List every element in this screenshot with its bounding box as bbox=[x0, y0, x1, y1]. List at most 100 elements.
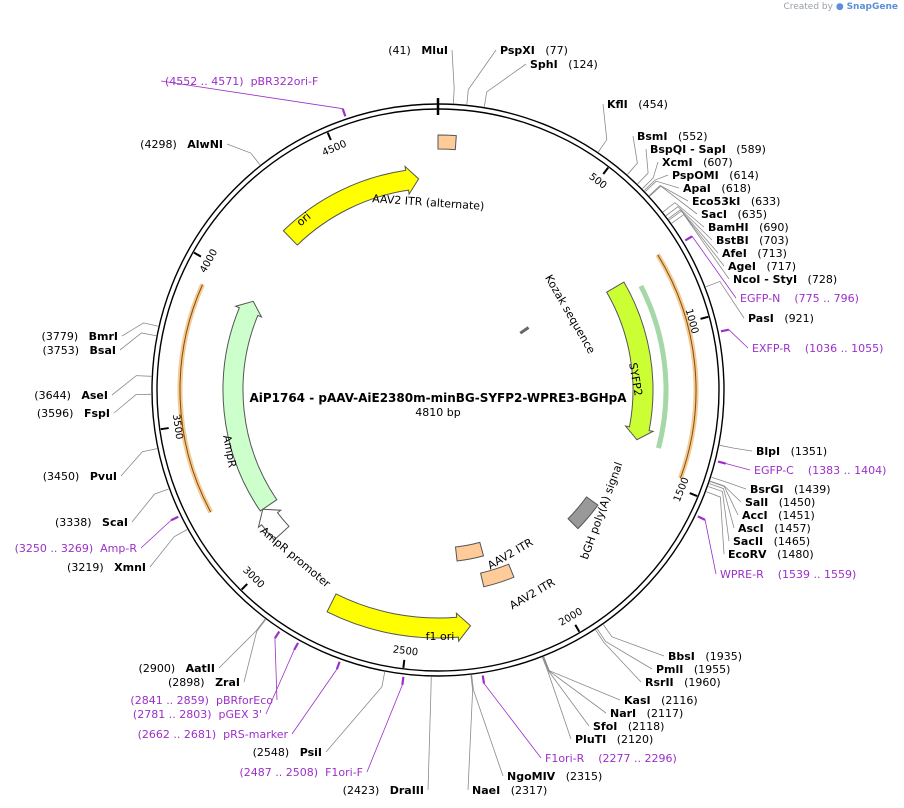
site-leader-line bbox=[671, 214, 730, 280]
restriction-site-label[interactable]: (3596) FspI bbox=[37, 407, 110, 420]
restriction-site-label[interactable]: AscI (1457) bbox=[738, 522, 811, 535]
restriction-site-label[interactable]: (3450) PvuI bbox=[43, 470, 117, 483]
restriction-site-label[interactable]: BstBI (703) bbox=[716, 234, 789, 247]
primer-label[interactable]: (2662 .. 2681) pRS-marker bbox=[138, 728, 289, 741]
restriction-site-label[interactable]: (3338) ScaI bbox=[55, 516, 128, 529]
primer-label[interactable]: WPRE-R (1539 .. 1559) bbox=[720, 568, 856, 581]
site-leader-line bbox=[325, 671, 386, 753]
ruler-tick-label: 500 bbox=[587, 171, 609, 191]
primer-spacer bbox=[584, 752, 598, 765]
site-position: (3338) bbox=[55, 516, 92, 529]
primer-label[interactable]: (2841 .. 2859) pBRforEco bbox=[130, 694, 273, 707]
site-spacer bbox=[747, 247, 758, 260]
restriction-site-label[interactable]: EcoRV (1480) bbox=[728, 548, 814, 561]
restriction-site-label[interactable]: AfeI (713) bbox=[722, 247, 787, 260]
primer-label[interactable]: F1ori-R (2277 .. 2296) bbox=[545, 752, 677, 765]
primer-mark[interactable] bbox=[170, 515, 179, 522]
restriction-site-label[interactable]: (2423) DraIII bbox=[343, 784, 424, 797]
primer-mark[interactable] bbox=[720, 328, 730, 333]
primer-label[interactable]: (2487 .. 2508) F1ori-F bbox=[240, 766, 364, 779]
restriction-site-label[interactable]: PspOMI (614) bbox=[672, 169, 759, 182]
restriction-site-label[interactable]: NarI (2117) bbox=[610, 707, 683, 720]
feature-ampr-prom-arrow[interactable] bbox=[257, 508, 290, 541]
feature-kozak-mark[interactable] bbox=[519, 326, 530, 335]
restriction-site-label[interactable]: (2548) PsiI bbox=[253, 746, 322, 759]
primer-mark[interactable] bbox=[717, 460, 727, 465]
restriction-site-label[interactable]: (3219) XmnI bbox=[67, 561, 146, 574]
restriction-site-label[interactable]: AgeI (717) bbox=[728, 260, 796, 273]
restriction-site-label[interactable]: SalI (1450) bbox=[745, 496, 815, 509]
restriction-site-label[interactable]: BamHI (690) bbox=[708, 221, 789, 234]
restriction-site-label[interactable]: (2898) ZraI bbox=[168, 676, 240, 689]
restriction-site-label[interactable]: (3753) BsaI bbox=[42, 344, 116, 357]
restriction-site-label[interactable]: BsrGI (1439) bbox=[750, 483, 831, 496]
site-spacer bbox=[774, 312, 785, 325]
feature-itr-1-box[interactable] bbox=[454, 541, 485, 562]
restriction-site-label[interactable]: BlpI (1351) bbox=[756, 445, 827, 458]
primer-spacer bbox=[318, 766, 325, 779]
restriction-site-label[interactable]: PmlI (1955) bbox=[656, 663, 730, 676]
restriction-site-label[interactable]: SacI (635) bbox=[701, 208, 767, 221]
restriction-site-label[interactable]: (3644) AseI bbox=[34, 389, 108, 402]
site-position: (77) bbox=[545, 44, 568, 57]
site-leader-line bbox=[644, 174, 669, 191]
primer-mark[interactable] bbox=[335, 661, 341, 670]
site-position: (3644) bbox=[34, 389, 71, 402]
feature-itr-alt-box[interactable] bbox=[437, 134, 457, 151]
site-name: BlpI bbox=[756, 445, 780, 458]
restriction-site-label[interactable]: PspXI (77) bbox=[500, 44, 568, 57]
primer-mark[interactable] bbox=[401, 676, 405, 685]
primer-mark[interactable] bbox=[273, 630, 281, 639]
feature-ampr-arrow[interactable] bbox=[222, 300, 278, 512]
restriction-site-label[interactable]: KflI (454) bbox=[607, 98, 668, 111]
restriction-site-label[interactable]: BsmI (552) bbox=[637, 130, 708, 143]
primer-label[interactable]: (2781 .. 2803) pGEX 3' bbox=[133, 708, 262, 721]
restriction-site-label[interactable]: NaeI (2317) bbox=[472, 784, 547, 797]
site-leader-line bbox=[243, 619, 267, 683]
restriction-site-label[interactable]: KasI (2116) bbox=[624, 694, 698, 707]
restriction-site-label[interactable]: SacII (1465) bbox=[733, 535, 810, 548]
restriction-site-label[interactable]: ApaI (618) bbox=[683, 182, 751, 195]
primer-mark[interactable] bbox=[697, 515, 706, 521]
restriction-site-label[interactable]: SfoI (2118) bbox=[593, 720, 664, 733]
feature-f1ori-arrow[interactable] bbox=[326, 593, 472, 643]
feature-itr-2-box[interactable] bbox=[480, 563, 515, 588]
restriction-site-label[interactable]: Eco53kI (633) bbox=[692, 195, 780, 208]
restriction-site-label[interactable]: BspQI - SapI (589) bbox=[650, 143, 766, 156]
site-leader-line bbox=[668, 209, 719, 254]
primer-label[interactable]: EXFP-R (1036 .. 1055) bbox=[752, 342, 883, 355]
restriction-site-label[interactable]: (2900) AatII bbox=[139, 662, 215, 675]
site-spacer bbox=[711, 182, 722, 195]
primer-mark[interactable] bbox=[293, 642, 300, 651]
primer-range: (3250 .. 3269) bbox=[15, 542, 94, 555]
restriction-site-label[interactable]: AccI (1451) bbox=[742, 509, 815, 522]
restriction-site-label[interactable]: BbsI (1935) bbox=[668, 650, 742, 663]
feature-ori-arrow[interactable] bbox=[282, 165, 420, 246]
primer-mark[interactable] bbox=[341, 108, 347, 117]
feature-syfp2-arrow[interactable] bbox=[605, 281, 655, 441]
restriction-site-label[interactable]: SphI (124) bbox=[530, 58, 598, 71]
restriction-site-label[interactable]: (4298) AlwNI bbox=[140, 138, 223, 151]
snapgene-logo-icon: ● bbox=[835, 2, 844, 12]
primer-label[interactable]: EGFP-N (775 .. 796) bbox=[740, 292, 859, 305]
restriction-site-label[interactable]: NcoI - StyI (728) bbox=[733, 273, 837, 286]
site-name: SacII bbox=[733, 535, 763, 548]
feature-bgh-box[interactable] bbox=[567, 496, 599, 530]
site-name: PasI bbox=[748, 312, 774, 325]
restriction-site-label[interactable]: PasI (921) bbox=[748, 312, 814, 325]
site-spacer bbox=[749, 234, 760, 247]
site-spacer bbox=[73, 407, 84, 420]
restriction-site-label[interactable]: PluTI (2120) bbox=[575, 733, 653, 746]
primer-label[interactable]: (4552 .. 4571) pBR322ori-F bbox=[165, 75, 318, 88]
restriction-site-label[interactable]: NgoMIV (2315) bbox=[507, 770, 602, 783]
restriction-site-label[interactable]: XcmI (607) bbox=[662, 156, 733, 169]
primer-label[interactable]: (3250 .. 3269) Amp-R bbox=[15, 542, 138, 555]
primer-label[interactable]: EGFP-C (1383 .. 1404) bbox=[754, 464, 886, 477]
primer-name: F1ori-F bbox=[325, 766, 363, 779]
restriction-site-label[interactable]: RsrII (1960) bbox=[645, 676, 721, 689]
restriction-site-label[interactable]: (3779) BmrI bbox=[42, 330, 118, 343]
site-spacer bbox=[79, 344, 90, 357]
restriction-site-label[interactable]: (41) MluI bbox=[388, 44, 448, 57]
primer-mark[interactable] bbox=[684, 235, 693, 242]
primer-mark[interactable] bbox=[481, 675, 486, 684]
